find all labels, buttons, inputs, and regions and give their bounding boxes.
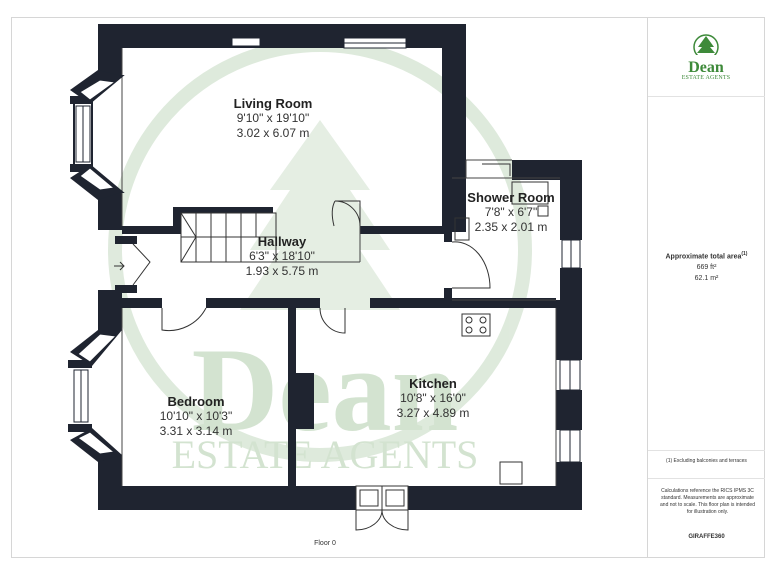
room-shower: Shower Room 7'8" x 6'7" 2.35 x 2.01 m [466,190,556,235]
room-name: Shower Room [467,190,555,205]
room-kitchen: Kitchen 10'8" x 16'0" 3.27 x 4.89 m [378,376,488,421]
room-bedroom: Bedroom 10'10" x 10'3" 3.31 x 3.14 m [141,394,251,439]
room-dim-imperial: 9'10" x 19'10" [236,111,310,125]
room-name: Kitchen [409,376,457,391]
room-dim-metric: 3.31 x 3.14 m [159,424,233,438]
french-doors [355,485,409,531]
room-name: Hallway [257,234,307,249]
room-dim-imperial: 6'3" x 18'10" [249,249,315,263]
room-dim-metric: 1.93 x 5.75 m [245,264,319,278]
room-dim-metric: 2.35 x 2.01 m [474,220,548,234]
area-sqm: 62.1 m² [694,275,719,282]
room-dim-metric: 3.02 x 6.07 m [236,126,310,140]
room-dim-imperial: 10'10" x 10'3" [159,409,233,423]
disclaimer: Calculations reference the RICS IPMS 3C … [660,488,755,515]
tree-icon [693,34,719,60]
excluding-note: (1) Excluding balconies and terraces [666,458,747,464]
room-dim-imperial: 7'8" x 6'7" [484,205,538,219]
area-note-mark: (1) [741,251,748,257]
watermark-word: Dean [192,323,459,456]
logo-sub: ESTATE AGENTS [681,75,731,81]
plan-frame [11,17,765,558]
room-dim-metric: 3.27 x 4.89 m [396,406,470,420]
kitchen-sink [499,461,523,485]
bay-window-living-glass [75,79,117,191]
sidebar-divider [647,17,648,558]
area-title: Approximate total area(1) [665,251,748,261]
dean-logo: Dean ESTATE AGENTS [675,33,737,81]
right-windows [559,239,581,463]
room-hallway: Hallway 6'3" x 18'10" 1.93 x 5.75 m [232,234,332,279]
room-dim-imperial: 10'8" x 16'0" [400,391,466,405]
logo-word: Dean [688,59,724,76]
bay-window-bedroom-glass [73,333,118,455]
hob [461,313,491,337]
room-name: Bedroom [167,394,225,409]
shower-fixtures [454,181,549,241]
area-sqft: 669 ft² [696,264,717,271]
sidebar-rule-middle [648,450,765,451]
doors [132,163,511,334]
room-name: Living Room [233,96,313,111]
staircase [180,212,277,263]
floor-label: Floor 0 [314,540,336,547]
room-living: Living Room 9'10" x 19'10" 3.02 x 6.07 m [213,96,333,141]
floor-plan: Dean ESTATE AGENTS [68,24,582,531]
brand-giraffe360: GIRAFFE360 [688,534,725,540]
sidebar-rule-top [648,96,765,97]
watermark-sub: ESTATE AGENTS [172,432,479,477]
living-top-windows [231,37,407,49]
sidebar-rule-lower [648,478,765,479]
entrance-arrow-icon [114,261,125,271]
